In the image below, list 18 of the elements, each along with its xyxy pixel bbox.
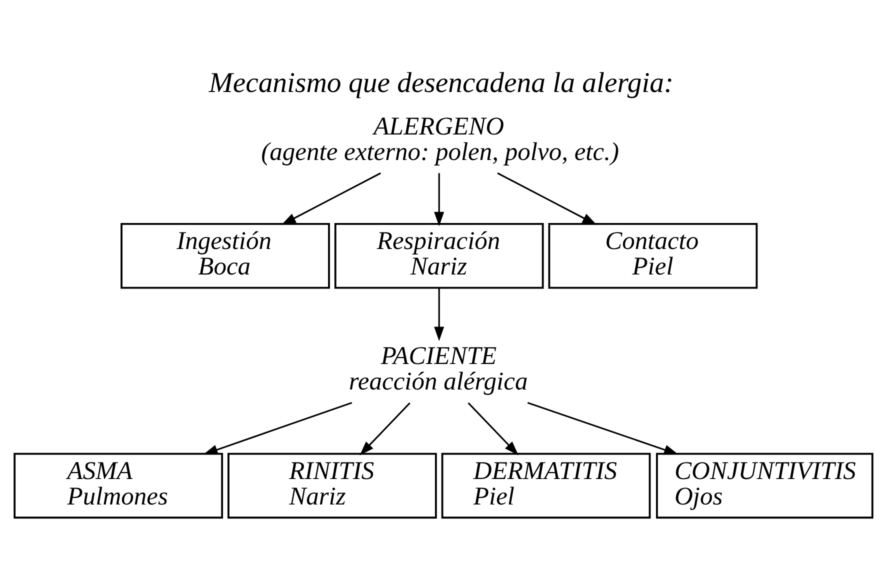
node-box: Ingestión Boca [120, 222, 330, 288]
node-box: Respiración Nariz [334, 222, 544, 288]
arrow [468, 402, 519, 455]
arrow [434, 288, 444, 341]
diagram-title: Mecanismo que desencadena la alergia: [208, 66, 674, 99]
node-box: ASMA Pulmones [14, 452, 224, 518]
node-box: Contacto Piel [548, 222, 758, 288]
arrow [203, 402, 352, 454]
arrow [434, 172, 444, 226]
arrow [281, 172, 382, 224]
arrow [360, 402, 410, 455]
node-text: ALERGENO (agente externo: polen, polvo, etc.) [261, 110, 619, 166]
node-text: PACIENTE reacción alérgica [348, 340, 528, 396]
arrow [527, 402, 678, 454]
node-box: DERMATITIS Piel [441, 452, 651, 518]
node-box: CONJUNTIVITIS Ojos [656, 452, 874, 518]
arrow [497, 172, 597, 224]
node-box: RINITIS Nariz [228, 452, 437, 518]
